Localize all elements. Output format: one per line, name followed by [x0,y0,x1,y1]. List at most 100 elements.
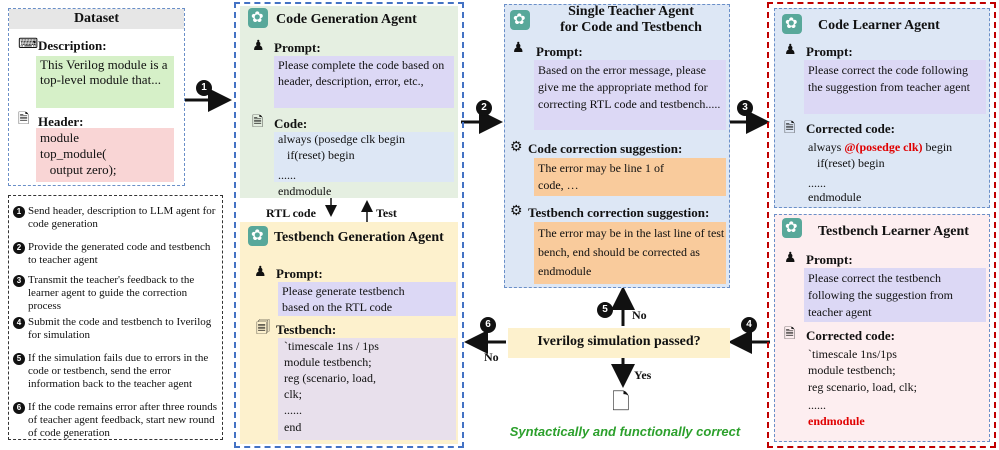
flow-num-3: 3 [737,100,753,116]
flow-num-6: 6 [480,317,496,333]
step-number: 3 [13,275,25,287]
tb-corrected-line-3: reg scenario, load, clk; [808,380,917,394]
step-number: 2 [13,242,25,254]
code-gen-title: Code Generation Agent [276,12,417,27]
tb-line-6: end [284,420,302,434]
person-icon: ♟ [252,39,265,54]
tb-gen-prompt-text: Please generate testbench based on the R… [282,284,405,314]
teacher-title-1: Single Teacher Agent [568,4,694,19]
tb-corrected-line-5: endmodule [808,414,865,428]
teacher-prompt-label: Prompt: [536,44,583,59]
tb-line-4: clk; [284,387,302,401]
no-label-up: No [632,308,647,322]
code-suggestion-text: The error may be line 1 of code, … [538,161,664,192]
step-number: 4 [13,317,25,329]
tb-line-5: ...... [284,403,302,417]
person-icon: ♟ [254,265,267,280]
corrected-code-line-1: always @(posedge clk) begin [808,140,953,154]
tb-corrected-line-2: module testbench; [808,363,896,377]
description-text-box [36,56,174,108]
terminal-icon: ⌨ [18,37,39,52]
code-gen-prompt-box [274,56,454,108]
tb-learner-panel [774,214,990,442]
testbench-icon: 🗐 [256,321,270,336]
document-icon: 🗎 [18,112,30,127]
person-icon: ♟ [512,41,525,56]
step-text: Transmit the teacher's feedback to the l… [28,274,195,312]
dataset-header-bar [9,9,184,29]
flow-num-4: 4 [741,317,757,333]
step-number: 5 [13,353,25,365]
header-line-2: top_module( [40,146,107,161]
tb-suggestion-label: Testbench correction suggestion: [528,205,710,220]
step-number: 6 [13,402,25,414]
tb-corrected-line-1: `timescale 1ns/1ps [808,347,897,361]
tb-gen-code-box [278,338,456,440]
flow-num-1: 1 [196,80,212,96]
corrected-code-line-4: endmodule [808,190,862,204]
code-gen-prompt-label: Prompt: [274,40,321,55]
dataset-title: Dataset [73,11,120,26]
brain-icon: ⚙ [510,140,523,155]
tb-line-1: `timescale 1ns / 1ps [284,339,379,353]
header-label: Header: [38,114,84,129]
code-gen-code-box [274,132,454,182]
test-label: Test [376,206,397,220]
tb-learner-prompt-label: Prompt: [806,252,853,267]
chatgpt-icon [248,8,268,28]
corrected-code-line-2: if(reset) begin [808,156,885,170]
tb-line-3: reg (scenario, load, [284,371,376,385]
corrected-code-line-3: ...... [808,176,826,190]
iverilog-result: Syntactically and functionally correct [509,424,741,439]
steps-legend [8,195,223,440]
step-text: Provide the generated code and testbench… [28,241,211,266]
tb-gen-prompt-label: Prompt: [276,266,323,281]
code-icon: 🗎 [784,121,796,136]
code-suggestion-label: Code correction suggestion: [528,141,683,156]
code-gen-code-label: Code: [274,116,308,131]
step-text: If the simulation fails due to errors in… [28,352,209,390]
chatgpt-icon [248,226,268,246]
code-learner-title: Code Learner Agent [818,18,940,33]
person-icon: ♟ [784,251,797,266]
tb-suggestion-text: The error may be in the last line of tes… [538,226,725,278]
teacher-title-2: for Code and Testbench [560,20,702,35]
tb-line-2: module testbench; [284,355,372,369]
no-label-left: No [484,350,499,364]
step-number: 1 [13,206,25,218]
tb-suggestion-box [534,222,726,284]
description-label: Description: [38,38,107,53]
chatgpt-icon [782,218,802,238]
result-document-icon: 🗋 [612,389,630,414]
iverilog-question: Iverilog simulation passed? [537,334,701,349]
code-suggestion-box [534,158,726,196]
code-gen-prompt-text: Please complete the code based on header… [278,58,445,88]
header-code-box [36,128,174,182]
rtl-code-label: RTL code [266,206,316,220]
code-icon: 🗎 [252,115,264,130]
tb-learner-prompt-box [804,268,986,322]
person-icon: ♟ [784,43,797,58]
learner-group [767,2,996,448]
header-line-1: module [40,130,79,145]
tb-learner-corrected-label: Corrected code: [806,328,895,343]
tb-learner-prompt-text: Please correct the testbench following t… [808,271,953,319]
tb-gen-prompt-box [278,282,456,316]
generation-group [234,2,464,448]
code-line-1: always (posedge clk begin [278,132,405,146]
tb-corrected-line-4: ...... [808,398,826,412]
code-learner-prompt-box [804,60,986,114]
code-learner-prompt-label: Prompt: [806,44,853,59]
teacher-prompt-box [534,60,726,130]
tb-gen-tb-label: Testbench: [276,322,337,337]
header-line-3: output zero); [40,162,117,177]
yes-label: Yes [634,368,652,382]
code-icon: 🗎 [784,327,796,342]
tb-gen-title: Testbench Generation Agent [274,230,444,245]
iverilog-box [508,328,730,358]
code-learner-prompt-text: Please correct the code following the su… [808,63,970,94]
teacher-prompt-text: Based on the error message, please give … [538,63,721,111]
chatgpt-icon [510,10,530,30]
